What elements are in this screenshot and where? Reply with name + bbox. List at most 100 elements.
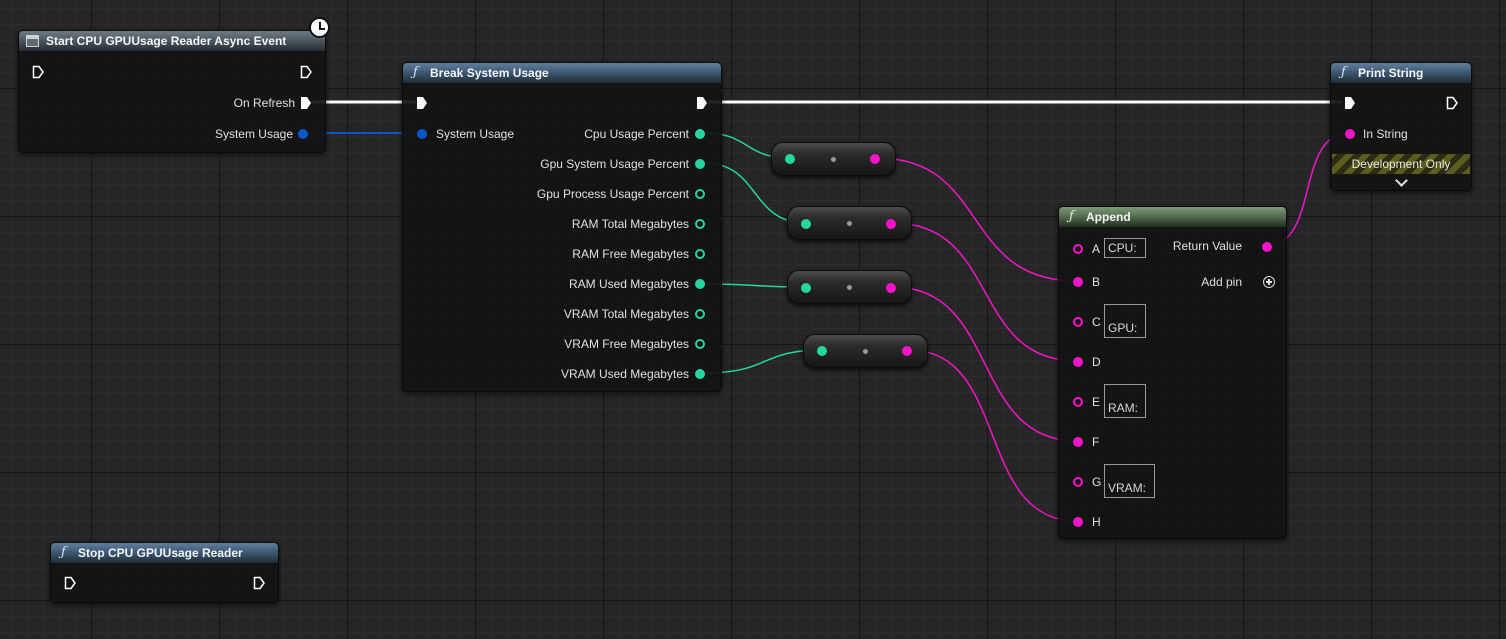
gpu-system-usage-percent-pin[interactable] (695, 159, 705, 169)
on-refresh-label: On Refresh (233, 96, 295, 110)
float-to-string-conversion-node[interactable] (771, 142, 896, 176)
node-header[interactable]: ƒ Append (1059, 207, 1286, 227)
append-pin-g[interactable] (1073, 477, 1083, 487)
conversion-dot-icon (831, 157, 836, 162)
system-usage-label: System Usage (214, 127, 293, 141)
system-usage-out-pin[interactable] (298, 129, 308, 139)
vram-free-megabytes-pin[interactable] (695, 339, 705, 349)
exec-out-pin[interactable] (696, 96, 708, 110)
add-pin-label: Add pin (1201, 275, 1242, 289)
exec-in-pin[interactable] (64, 576, 76, 590)
append-pin-d-label: D (1092, 355, 1101, 369)
append-pin-e[interactable] (1073, 397, 1083, 407)
append-c-input[interactable]: GPU: (1104, 304, 1146, 338)
in-string-pin[interactable] (1345, 129, 1355, 139)
exec-out-pin[interactable] (300, 65, 312, 79)
conversion-in-pin[interactable] (801, 219, 811, 229)
system-usage-in-label: System Usage (436, 127, 515, 141)
float-to-string-conversion-node[interactable] (803, 334, 928, 368)
append-pin-h-label: H (1092, 515, 1101, 529)
append-e-input[interactable]: RAM: (1104, 384, 1146, 418)
vram-total-megabytes-pin[interactable] (695, 309, 705, 319)
append-pin-e-label: E (1092, 395, 1101, 409)
system-usage-in-pin[interactable] (417, 129, 427, 139)
function-icon: ƒ (1069, 209, 1074, 224)
conversion-in-pin[interactable] (817, 346, 827, 356)
exec-in-pin[interactable] (1344, 96, 1356, 110)
stop-reader-node[interactable]: ƒ Stop CPU GPUUsage Reader (50, 542, 279, 603)
conversion-out-pin[interactable] (902, 346, 912, 356)
development-only-banner: Development Only (1332, 154, 1470, 174)
conversion-in-pin[interactable] (785, 154, 795, 164)
node-title: Append (1086, 210, 1131, 224)
append-pin-g-label: G (1092, 475, 1102, 489)
exec-out-pin[interactable] (253, 576, 265, 590)
ram-total-megabytes-pin[interactable] (695, 219, 705, 229)
node-header[interactable]: ƒ Break System Usage (403, 63, 721, 83)
event-icon (26, 35, 39, 47)
append-g-input[interactable]: VRAM: (1104, 464, 1155, 498)
vram-used-megabytes-pin[interactable] (695, 369, 705, 379)
exec-in-pin[interactable] (32, 65, 44, 79)
cpu-usage-percent-pin[interactable] (695, 129, 705, 139)
gpu-process-usage-percent-label: Gpu Process Usage Percent (536, 187, 689, 201)
node-title: Print String (1358, 66, 1424, 80)
append-pin-b-label: B (1092, 275, 1101, 289)
conversion-dot-icon (847, 285, 852, 290)
exec-in-pin[interactable] (416, 96, 428, 110)
append-pin-c-label: C (1092, 315, 1101, 329)
node-title: Break System Usage (430, 66, 549, 80)
on-refresh-exec-pin[interactable] (300, 96, 312, 110)
append-pin-f[interactable] (1073, 437, 1083, 447)
cpu-usage-percent-label: Cpu Usage Percent (584, 127, 689, 141)
clock-icon (309, 17, 330, 38)
start-async-event-node[interactable]: Start CPU GPUUsage Reader Async Event On… (18, 30, 326, 153)
function-icon: ƒ (413, 65, 418, 80)
float-to-string-conversion-node[interactable] (787, 270, 912, 304)
exec-out-pin[interactable] (1446, 96, 1458, 110)
ram-used-megabytes-label: RAM Used Megabytes (568, 277, 689, 291)
function-icon: ƒ (1341, 65, 1346, 80)
print-string-node[interactable]: ƒ Print String In String Development Onl… (1330, 62, 1472, 191)
conversion-dot-icon (863, 349, 868, 354)
string-wire (908, 349, 1078, 522)
chevron-down-icon[interactable] (1395, 174, 1408, 187)
append-pin-h[interactable] (1073, 517, 1083, 527)
return-value-label: Return Value (1172, 239, 1242, 253)
conversion-dot-icon (847, 221, 852, 226)
vram-used-megabytes-label: VRAM Used Megabytes (560, 367, 689, 381)
node-header[interactable]: ƒ Print String (1331, 63, 1471, 83)
string-wire (892, 222, 1078, 362)
append-pin-d[interactable] (1073, 357, 1083, 367)
node-title: Start CPU GPUUsage Reader Async Event (46, 34, 287, 48)
node-title: Stop CPU GPUUsage Reader (78, 546, 243, 560)
string-wire (876, 157, 1078, 282)
ram-free-megabytes-label: RAM Free Megabytes (572, 247, 689, 261)
append-pin-c[interactable] (1073, 317, 1083, 327)
node-header[interactable]: Start CPU GPUUsage Reader Async Event (19, 31, 325, 51)
ram-free-megabytes-pin[interactable] (695, 249, 705, 259)
function-icon: ƒ (61, 545, 66, 560)
vram-total-megabytes-label: VRAM Total Megabytes (563, 307, 689, 321)
append-node[interactable]: ƒ Append A CPU: B C GPU: D E RAM: F G VR… (1058, 206, 1287, 539)
return-value-pin[interactable] (1262, 242, 1272, 252)
conversion-out-pin[interactable] (886, 283, 896, 293)
vram-free-megabytes-label: VRAM Free Megabytes (564, 337, 689, 351)
append-a-input[interactable]: CPU: (1104, 238, 1146, 258)
add-pin-icon[interactable] (1263, 276, 1275, 288)
gpu-process-usage-percent-pin[interactable] (695, 189, 705, 199)
append-pin-b[interactable] (1073, 277, 1083, 287)
conversion-out-pin[interactable] (870, 154, 880, 164)
break-system-usage-node[interactable]: ƒ Break System Usage System Usage Cpu Us… (402, 62, 722, 392)
float-to-string-conversion-node[interactable] (787, 206, 912, 240)
node-header[interactable]: ƒ Stop CPU GPUUsage Reader (51, 543, 278, 563)
ram-total-megabytes-label: RAM Total Megabytes (571, 217, 689, 231)
conversion-in-pin[interactable] (801, 283, 811, 293)
gpu-system-usage-percent-label: Gpu System Usage Percent (540, 157, 689, 171)
conversion-out-pin[interactable] (886, 219, 896, 229)
append-pin-a-label: A (1092, 242, 1101, 256)
ram-used-megabytes-pin[interactable] (695, 279, 705, 289)
append-pin-f-label: F (1092, 435, 1100, 449)
in-string-label: In String (1363, 127, 1408, 141)
append-pin-a[interactable] (1073, 244, 1083, 254)
